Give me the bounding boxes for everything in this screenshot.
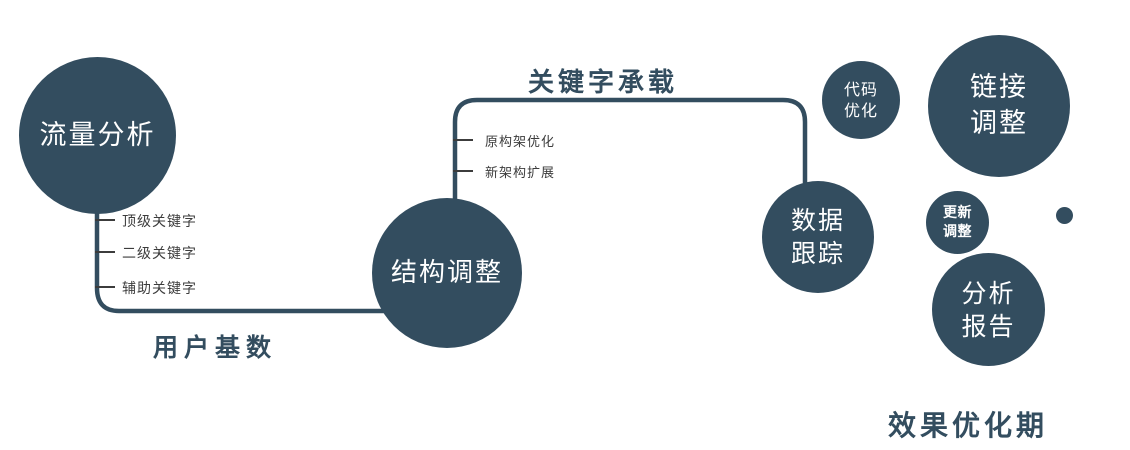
node-code-optimization: 代码 优化 bbox=[822, 61, 900, 139]
tick-label-new-architecture: 新架构扩展 bbox=[485, 166, 556, 181]
node-small-dot bbox=[1056, 207, 1073, 224]
edge-structure-to-tracking bbox=[452, 97, 808, 210]
node-structure-adjustment: 结构调整 bbox=[372, 198, 522, 348]
node-analysis-report: 分析 报告 bbox=[932, 253, 1045, 366]
node-link-adjustment: 链接 调整 bbox=[928, 35, 1070, 177]
tick-label-aux-keywords: 辅助关键字 bbox=[122, 281, 197, 297]
node-traffic-analysis: 流量分析 bbox=[19, 57, 176, 214]
tick-label-second-keywords: 二级关键字 bbox=[122, 246, 197, 262]
tick-label-top-keywords: 顶级关键字 bbox=[122, 214, 197, 230]
tick-label-original-architecture: 原构架优化 bbox=[485, 135, 556, 150]
edge-label-effect-phase: 效果优化期 bbox=[888, 409, 1049, 442]
node-data-tracking: 数据 跟踪 bbox=[762, 181, 874, 293]
edge-label-user-base: 用户基数 bbox=[153, 333, 278, 362]
edge-label-keyword-carry: 关键字承载 bbox=[528, 68, 679, 98]
node-update-adjustment: 更新 调整 bbox=[926, 191, 989, 254]
